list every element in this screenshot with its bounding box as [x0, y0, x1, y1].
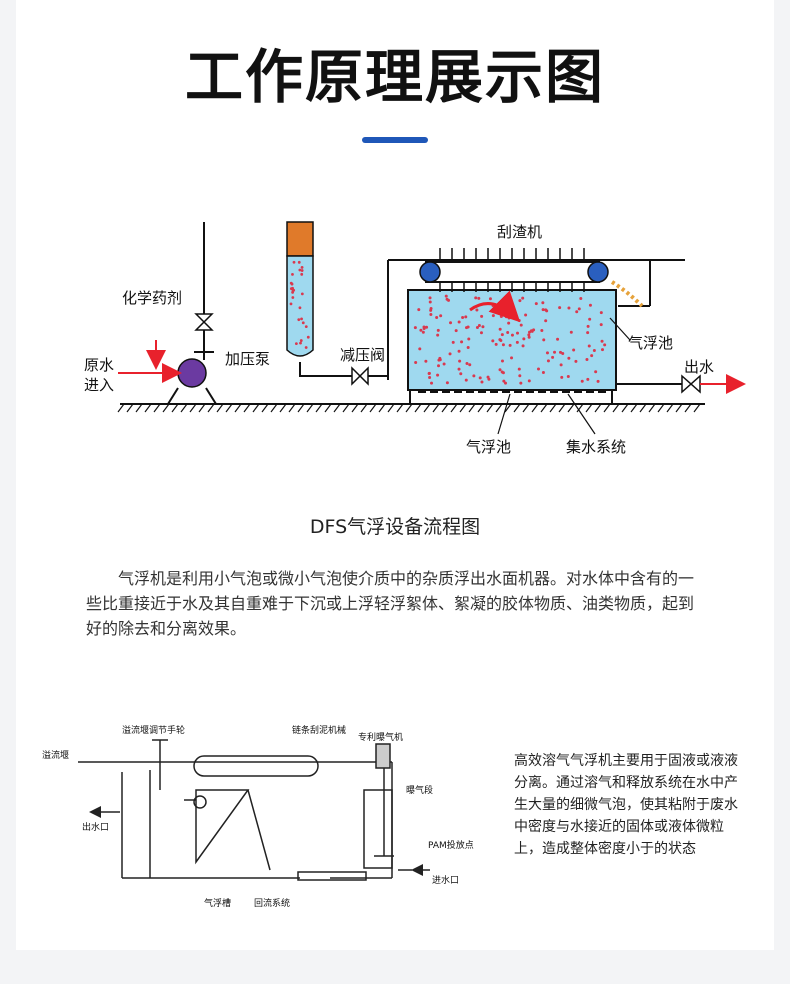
dissolution-tube [286, 221, 388, 377]
label-outlet-water: 出水 [684, 358, 714, 376]
label-return-system: 回流系统 [254, 897, 290, 909]
pressure-pump [177, 358, 207, 388]
flow-arrow [469, 290, 521, 323]
chemical-line [194, 222, 214, 360]
side-description: 高效溶气气浮机主要用于固液或液液分离。通过溶气和释放系统在水中产生大量的细微气泡… [514, 753, 738, 857]
label-outlet: 出水口 [82, 821, 109, 833]
label-flotation-tank-right: 气浮池 [628, 334, 673, 352]
label-collection-system: 集水系统 [566, 438, 626, 456]
flotation-tank [407, 289, 617, 391]
label-overflow-weir: 溢流堰 [42, 749, 69, 761]
title-underline [362, 137, 428, 143]
ground-line [117, 403, 705, 413]
label-inlet: 进水口 [432, 874, 459, 886]
content-card [16, 0, 774, 950]
label-chemical: 化学药剂 [122, 289, 182, 307]
outlet-valve [681, 374, 701, 394]
flotation-machine-diagram [78, 739, 412, 881]
label-aeration-section: 曝气段 [406, 784, 433, 796]
label-pressure-pump: 加压泵 [225, 350, 270, 368]
label-pam-point: PAM投放点 [428, 839, 474, 851]
label-raw-water-1: 原水 [84, 356, 114, 374]
page-title: 工作原理展示图 [184, 43, 605, 111]
label-overflow-wheel: 溢流堰调节手轮 [122, 724, 185, 736]
relief-valve [351, 366, 369, 386]
description-paragraph: 气浮机是利用小气泡或微小气泡使介质中的杂质浮出水面机器。对水体中含有的一些比重接… [86, 569, 695, 638]
label-flotation-tank: 气浮槽 [204, 897, 231, 909]
label-aerator: 专利曝气机 [358, 731, 403, 743]
label-relief-valve: 减压阀 [340, 346, 385, 364]
scraper [387, 248, 685, 380]
label-chain-scraper: 链条刮泥机械 [292, 724, 346, 736]
label-scraper: 刮渣机 [497, 223, 542, 241]
diagram-caption: DFS气浮设备流程图 [309, 516, 481, 538]
label-flotation-tank-bottom: 气浮池 [466, 438, 511, 456]
label-raw-water-2: 进入 [84, 376, 114, 394]
